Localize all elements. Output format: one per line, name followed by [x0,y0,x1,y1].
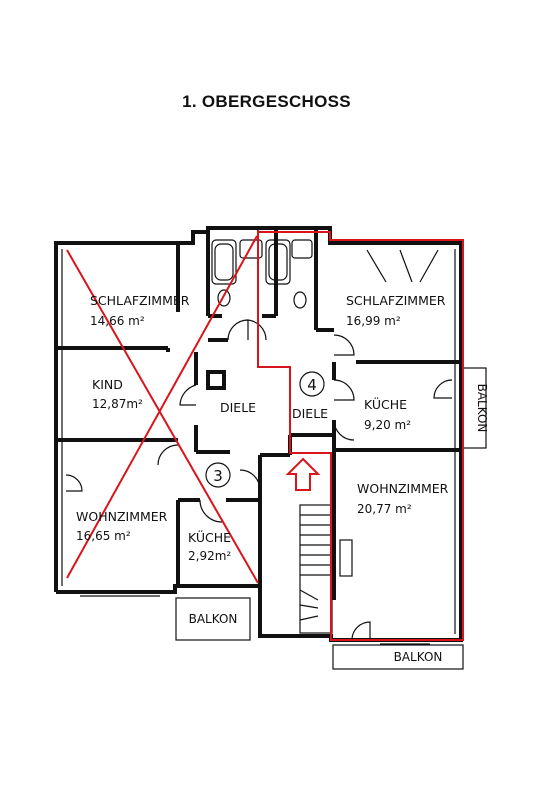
room-area-kind: 12,87m² [92,397,143,411]
red-cross [66,235,259,584]
balkon-bottom-right [332,644,464,670]
balkon-label-bottom-right: BALKON [394,650,443,664]
balkon-bottom-left [175,597,251,641]
room-label-kueche-small: KÜCHE [188,529,231,545]
balkon-label-right-side: BALKON [475,384,489,433]
room-label-wohnzimmer-right: WOHNZIMMER [357,481,449,496]
room-label-diele-right: DIELE [292,406,328,421]
room-label-schlafzimmer-left: SCHLAFZIMMER [90,293,190,308]
entrance-arrow-icon [285,457,321,491]
bathroom-fixtures [211,239,313,309]
room-area-kueche-right: 9,20 m² [364,418,411,432]
room-label-schlafzimmer-right: SCHLAFZIMMER [346,293,446,308]
room-label-kind: KIND [92,377,123,392]
room-label-diele-left: DIELE [220,400,256,415]
staircase [299,514,353,621]
unit-4-outline [257,230,464,641]
room-label-wohnzimmer-left: WOHNZIMMER [76,509,168,524]
interior-walls [56,228,461,636]
room-label-kueche-right: KÜCHE [364,396,407,412]
room-area-wohnzimmer-left: 16,65 m² [76,529,131,543]
page-title: 1. OBERGESCHOSS [182,92,351,111]
door-swings [65,319,453,641]
room-area-schlafzimmer-left: 14,66 m² [90,314,145,328]
unit-4-number: 4 [307,376,317,394]
balkon-label-bottom-left: BALKON [189,612,238,626]
room-area-schlafzimmer-right: 16,99 m² [346,314,401,328]
unit-3-marker [205,462,231,488]
room-area-wohnzimmer-right: 20,77 m² [357,502,412,516]
unit-4-marker [299,371,325,397]
windows [80,249,464,645]
unit-3-number: 3 [213,467,223,485]
room-area-kueche-small: 2,92m² [188,549,231,563]
